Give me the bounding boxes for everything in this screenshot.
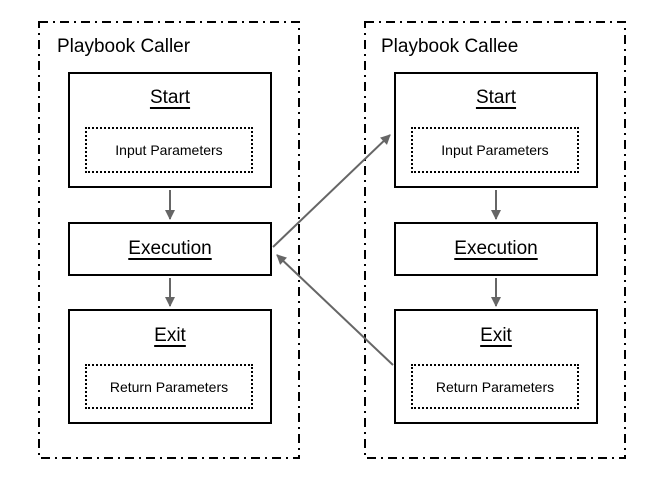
callee-execution-node: Execution <box>394 222 598 276</box>
caller-execution-node: Execution <box>68 222 272 276</box>
callee-return-parameters-label: Return Parameters <box>435 378 555 395</box>
caller-exit-node: Exit Return Parameters <box>68 309 272 424</box>
caller-execution-label: Execution <box>128 238 212 259</box>
caller-input-parameters-label: Input Parameters <box>115 142 223 158</box>
callee-exit-label: Exit <box>480 325 512 346</box>
caller-group-title: Playbook Caller <box>57 36 191 57</box>
callee-return-parameters-box: Return Parameters <box>411 364 579 409</box>
caller-exit-label: Exit <box>154 325 186 346</box>
caller-start-node: Start Input Parameters <box>68 72 272 188</box>
arrow-caller-execution-to-callee-start <box>272 134 391 248</box>
callee-start-label: Start <box>475 87 517 108</box>
callee-input-parameters-box: Input Parameters <box>411 127 579 173</box>
callee-execution-label: Execution <box>454 238 538 259</box>
caller-return-parameters-box: Return Parameters <box>85 364 253 409</box>
callee-exit-node: Exit Return Parameters <box>394 309 598 424</box>
arrow-callee-exit-to-caller-execution <box>276 254 394 366</box>
caller-start-label: Start <box>149 87 191 108</box>
callee-input-parameters-label: Input Parameters <box>441 142 549 158</box>
callee-start-node: Start Input Parameters <box>394 72 598 188</box>
caller-input-parameters-box: Input Parameters <box>85 127 253 173</box>
callee-group-title: Playbook Callee <box>381 36 519 57</box>
caller-return-parameters-label: Return Parameters <box>109 378 229 395</box>
